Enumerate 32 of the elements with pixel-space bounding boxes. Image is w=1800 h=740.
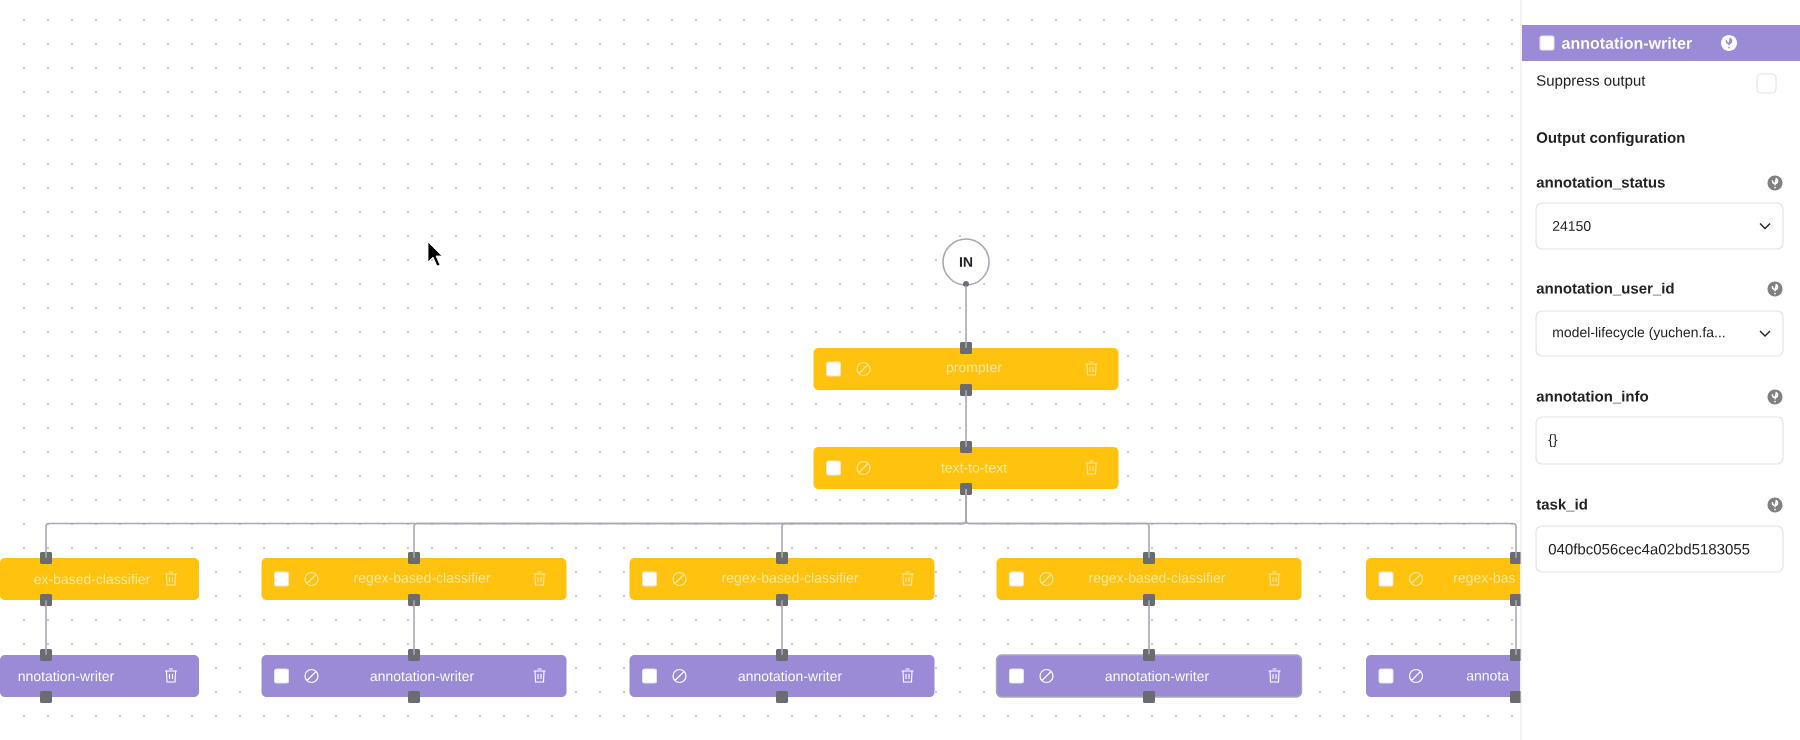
node-label: annotation_user_id	[1536, 282, 1674, 296]
connector-line	[965, 285, 967, 349]
input-node: IN	[942, 238, 990, 287]
connector-line	[965, 488, 1517, 559]
pipeline-step-box: regex-based-classifier	[261, 552, 567, 606]
connector-line	[965, 389, 967, 448]
node-label: task_id	[1536, 498, 1587, 512]
connector-line	[781, 599, 783, 656]
pipeline-step-box: ex-based-classifier	[0, 552, 199, 606]
pipeline-step-box: annotation-writer	[995, 649, 1303, 703]
pipeline-step-box: annotation-writer	[261, 649, 567, 703]
panel-header: annotation-writer	[1522, 25, 1800, 61]
section-heading: Output configuration	[1536, 132, 1685, 147]
label-text: Suppress output	[1536, 75, 1646, 89]
node-label: annotation_status	[1536, 176, 1665, 190]
pipeline-step-box: text-to-text	[813, 441, 1119, 495]
dropdown-field: annotation_status 24150	[1535, 176, 1784, 250]
connector-line	[1515, 599, 1517, 656]
pipeline-step-box: regex-based-classifier	[629, 552, 935, 606]
pipeline-step-box: annota	[1366, 649, 1522, 703]
node-label: annotation_info	[1536, 390, 1649, 404]
connector-line	[413, 599, 415, 656]
dropdown-field: annotation_user_id model-lifecycle (yuchen.fa...	[1535, 282, 1784, 357]
input-field: annotation_info {}	[1535, 390, 1784, 465]
pipeline-step-box: annotation-writer	[629, 649, 935, 703]
pipeline-step-box: regex-based-classifier	[996, 552, 1302, 606]
pipeline-step-box: nnotation-writer	[0, 649, 199, 703]
pipeline-step-box: regex-bas	[1366, 552, 1522, 606]
input-field: task_id 040fbc056cec4a02bd5183055	[1535, 498, 1784, 573]
connector-line	[45, 599, 47, 656]
connector-line	[1148, 599, 1150, 656]
pipeline-step-box: prompter	[813, 342, 1119, 396]
